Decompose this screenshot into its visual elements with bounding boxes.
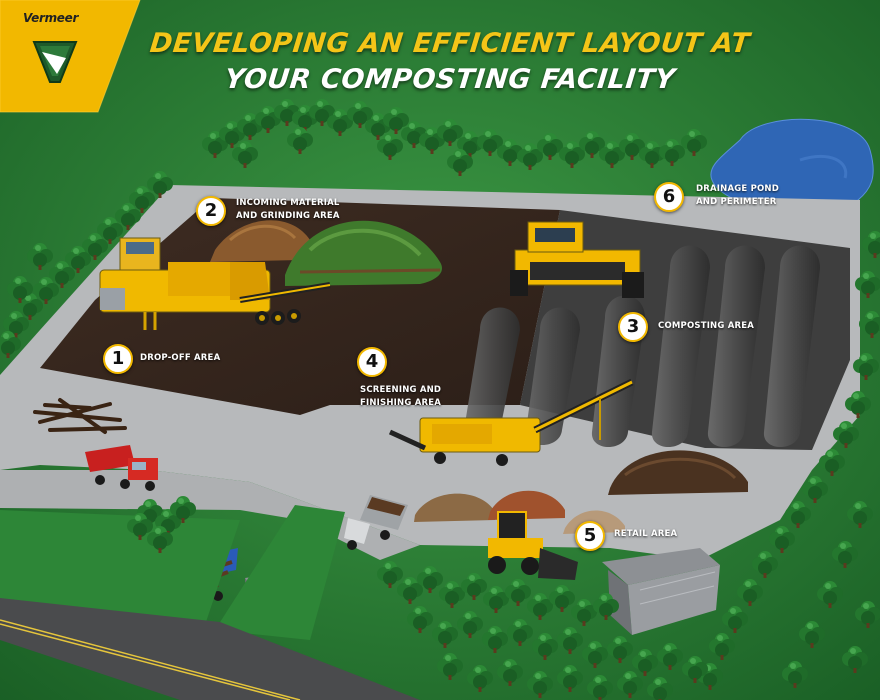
area-6-label-line1: DRAINAGE POND — [696, 184, 780, 194]
area-1-badge: 1 — [103, 344, 133, 374]
area-1-label: DROP-OFF AREA — [140, 353, 221, 363]
area-4-label-line2: FINISHING AREA — [360, 398, 442, 408]
trommel-screen — [388, 378, 634, 466]
page-title-line1: DEVELOPING AN EFFICIENT LAYOUT AT — [148, 28, 752, 59]
area-5-badge: 5 — [575, 521, 605, 551]
area-6-label-line2: AND PERIMETER — [696, 197, 777, 207]
gray-dump-truck — [344, 495, 408, 550]
retail-building — [602, 548, 720, 635]
red-dump-truck — [85, 445, 158, 491]
area-4-label-line1: SCREENING AND — [360, 385, 442, 395]
horizontal-grinder — [99, 237, 331, 330]
area-2-badge: 2 — [196, 196, 226, 226]
area-3-label: COMPOSTING AREA — [658, 321, 755, 331]
log-pile — [33, 398, 127, 434]
area-4-badge: 4 — [357, 347, 387, 377]
area-2-label-line2: AND GRINDING AREA — [236, 211, 340, 221]
compost-turner — [510, 221, 644, 298]
area-6-badge: 6 — [654, 182, 684, 212]
area-2-label-line1: INCOMING MATERIAL — [236, 198, 340, 208]
wheel-loader — [488, 511, 578, 580]
area-5-label: RETAIL AREA — [614, 529, 678, 539]
page-title-line2: YOUR COMPOSTING FACILITY — [223, 64, 677, 95]
lower-grass-lot-mid — [215, 505, 345, 640]
vermeer-brand-name: Vermeer — [23, 11, 79, 25]
vermeer-logo-icon — [0, 0, 141, 113]
incoming-material-piles — [210, 220, 442, 286]
road — [0, 598, 420, 700]
area-3-badge: 3 — [618, 312, 648, 342]
